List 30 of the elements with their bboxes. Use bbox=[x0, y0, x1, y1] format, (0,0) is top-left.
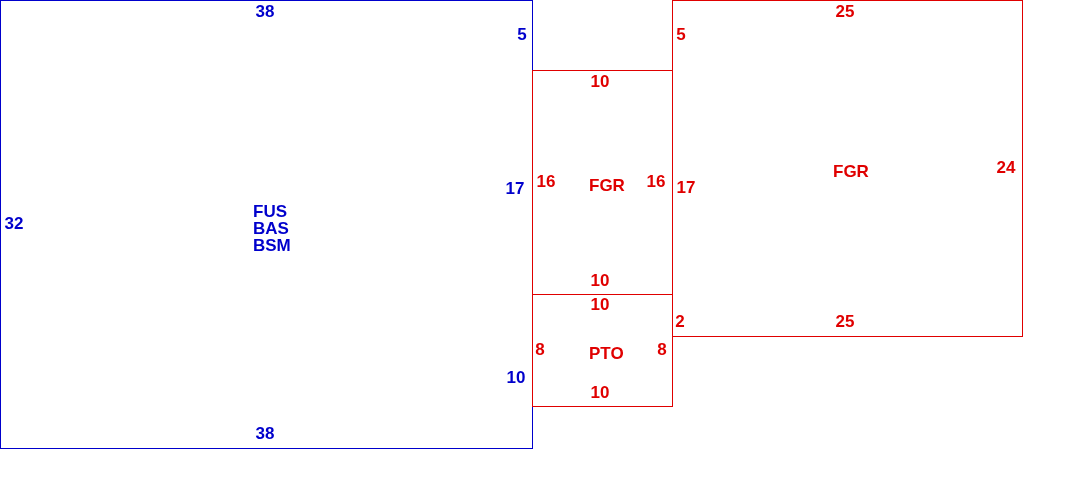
room-label: FUS bbox=[253, 203, 287, 220]
room-label: PTO bbox=[589, 345, 624, 362]
dimension-label: 10 bbox=[590, 272, 610, 290]
room-label: FGR bbox=[589, 177, 625, 194]
dimension-label: 17 bbox=[505, 180, 525, 198]
dimension-label: 8 bbox=[535, 341, 545, 359]
dimension-label: 32 bbox=[4, 215, 24, 233]
room-label: BAS bbox=[253, 220, 289, 237]
room-outline bbox=[532, 294, 673, 407]
dimension-label: 17 bbox=[676, 179, 696, 197]
room-outline bbox=[672, 0, 1023, 337]
dimension-label: 16 bbox=[646, 173, 666, 191]
dimension-label: 25 bbox=[835, 3, 855, 21]
room-outline bbox=[532, 70, 673, 295]
dimension-label: 38 bbox=[255, 425, 275, 443]
dimension-label: 10 bbox=[506, 369, 526, 387]
dimension-label: 16 bbox=[536, 173, 556, 191]
dimension-label: 38 bbox=[255, 3, 275, 21]
dimension-label: 10 bbox=[590, 384, 610, 402]
dimension-label: 8 bbox=[657, 341, 667, 359]
dimension-label: 5 bbox=[676, 26, 686, 44]
dimension-label: 25 bbox=[835, 313, 855, 331]
room-label: FGR bbox=[833, 163, 869, 180]
dimension-label: 2 bbox=[675, 313, 685, 331]
dimension-label: 5 bbox=[517, 26, 527, 44]
dimension-label: 10 bbox=[590, 296, 610, 314]
dimension-label: 24 bbox=[996, 159, 1016, 177]
room-label: BSM bbox=[253, 237, 291, 254]
room-outline bbox=[0, 0, 533, 449]
dimension-label: 10 bbox=[590, 73, 610, 91]
